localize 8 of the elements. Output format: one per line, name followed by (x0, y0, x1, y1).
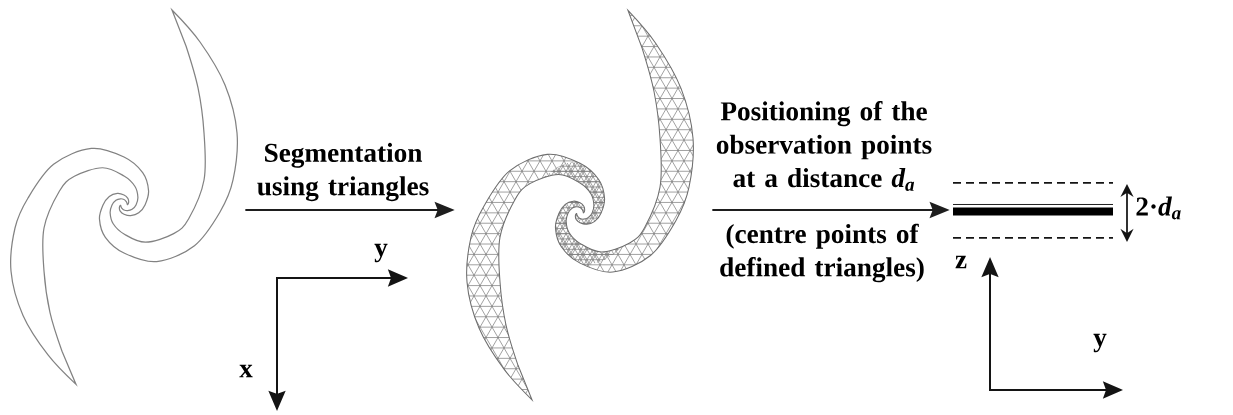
edge-label: Positioning of the observation points at a distance d$_{a}$ (716, 101, 932, 191)
edge-label: Segmentation using triangles (257, 142, 429, 202)
spiral-outline-drawing (10, 9, 238, 385)
arrow-note: (centre points of defined triangles) (720, 223, 924, 283)
axis-label: y (374, 243, 388, 263)
axis-label: y (1093, 333, 1107, 353)
strip-cross-section (952, 204, 1114, 216)
axis-label: z (955, 255, 967, 269)
